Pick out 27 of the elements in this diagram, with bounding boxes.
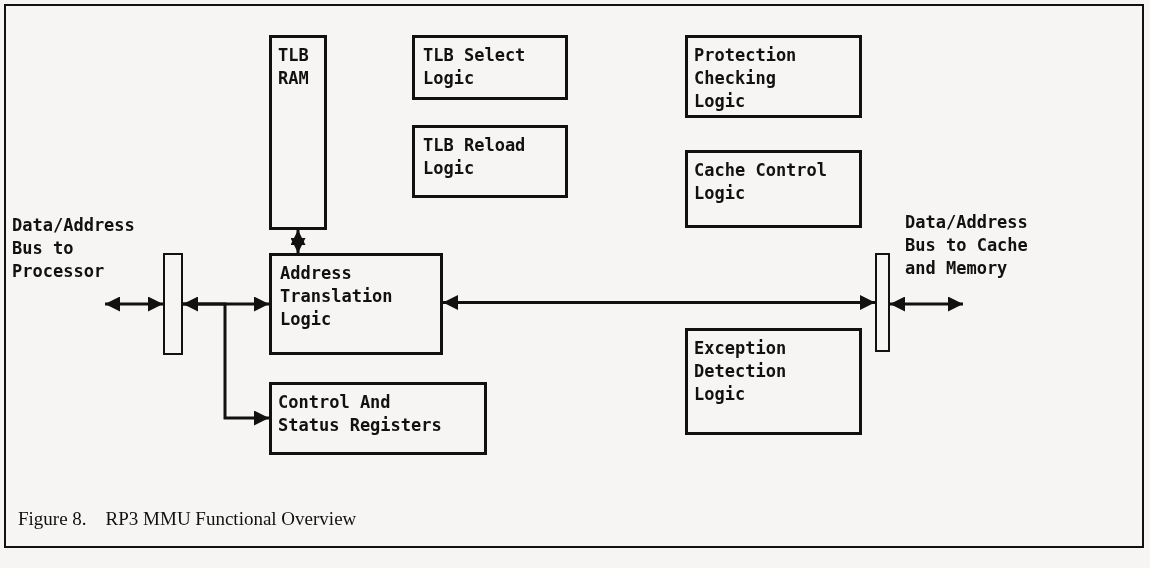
block-label: Address Translation Logic (280, 262, 394, 331)
figure-caption: Figure 8. RP3 MMU Functional Overview (18, 508, 357, 530)
arrow (183, 296, 269, 312)
logic-block (412, 35, 568, 100)
block-label: Exception Detection Logic (694, 337, 788, 406)
logic-block (412, 125, 568, 198)
arrow (890, 296, 963, 312)
block-label: TLB Select Logic (423, 44, 527, 90)
bus-label: Data/Address Bus to Processor (12, 214, 136, 283)
logic-block (685, 150, 862, 228)
block-label: TLB RAM (278, 44, 310, 90)
block-label: TLB Reload Logic (423, 134, 527, 180)
arrow (443, 295, 875, 310)
logic-block (685, 35, 862, 118)
logic-block (269, 382, 487, 455)
arrow (105, 296, 163, 312)
logic-block (269, 253, 443, 355)
logic-block (685, 328, 862, 435)
logic-block (269, 35, 327, 230)
arrow (290, 230, 306, 253)
bus-interface-bar (875, 253, 890, 352)
block-label: Protection Checking Logic (694, 44, 798, 113)
bus-label: Data/Address Bus to Cache and Memory (905, 211, 1029, 280)
block-label: Control And Status Registers (278, 391, 443, 437)
bus-interface-bar (163, 253, 183, 355)
arrow (183, 302, 269, 426)
block-label: Cache Control Logic (694, 159, 829, 205)
